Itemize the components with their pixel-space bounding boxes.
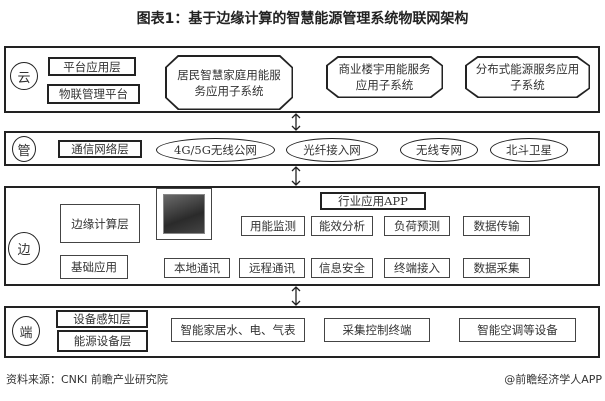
network-private-wireless: 无线专网: [400, 138, 478, 162]
basic-application: 基础应用: [60, 255, 128, 279]
bidirectional-arrow-icon: [291, 166, 301, 186]
end-layer: [4, 306, 600, 358]
data-transmission: 数据传输: [463, 216, 530, 236]
collection-control-terminal: 采集控制终端: [324, 318, 430, 342]
source-note: 资料来源：CNKI 前瞻产业研究院: [6, 373, 168, 386]
network-fiber: 光纤接入网: [286, 138, 378, 162]
commercial-subsystem-text: 商业楼宇用能服务应用子系统: [327, 57, 442, 97]
pipe-layer: [4, 131, 600, 166]
end-label: 端: [12, 316, 40, 346]
smart-meters: 智能家居水、电、气表: [171, 318, 305, 342]
terminal-access: 终端接入: [384, 258, 450, 278]
data-collection: 数据采集: [463, 258, 530, 278]
network-4g5g: 4G/5G无线公网: [156, 138, 275, 162]
device-sensing-layer: 设备感知层: [56, 310, 148, 328]
residential-subsystem-text: 居民智慧家庭用能服务应用子系统: [166, 56, 292, 109]
bidirectional-arrow-icon: [291, 113, 301, 131]
credit-note: @前瞻经济学人APP: [504, 373, 602, 386]
bidirectional-arrow-icon: [291, 286, 301, 306]
load-forecast: 负荷预测: [384, 216, 450, 236]
edge-label: 边: [8, 232, 40, 265]
edge-layer: [4, 186, 600, 286]
remote-comm: 远程通讯: [239, 258, 305, 278]
edge-device-icon: [163, 194, 205, 234]
commercial-subsystem: 商业楼宇用能服务应用子系统: [326, 56, 443, 98]
diagram-title: 图表1：基于边缘计算的智慧能源管理系统物联网架构: [136, 11, 469, 27]
residential-subsystem: 居民智慧家庭用能服务应用子系统: [165, 55, 293, 110]
edge-computing-layer: 边缘计算层: [60, 204, 140, 243]
edge-gateway-image: [156, 188, 212, 240]
efficiency-analysis: 能效分析: [311, 216, 373, 236]
distributed-energy-subsystem-text: 分布式能源服务应用子系统: [466, 57, 589, 97]
info-security: 信息安全: [311, 258, 373, 278]
network-beidou: 北斗卫星: [490, 138, 568, 162]
industry-app: 行业应用APP: [320, 192, 426, 210]
comm-network-layer: 通信网络层: [58, 140, 142, 158]
energy-monitoring: 用能监测: [241, 216, 305, 236]
pipe-label: 管: [12, 136, 36, 162]
platform-app-layer: 平台应用层: [48, 57, 136, 76]
energy-device-layer: 能源设备层: [57, 330, 148, 352]
cloud-layer: [4, 46, 600, 113]
cloud-label: 云: [10, 62, 38, 90]
local-comm: 本地通讯: [164, 258, 230, 278]
smart-ac-devices: 智能空调等设备: [459, 318, 576, 342]
distributed-energy-subsystem: 分布式能源服务应用子系统: [465, 56, 590, 98]
iot-platform: 物联管理平台: [47, 84, 140, 104]
